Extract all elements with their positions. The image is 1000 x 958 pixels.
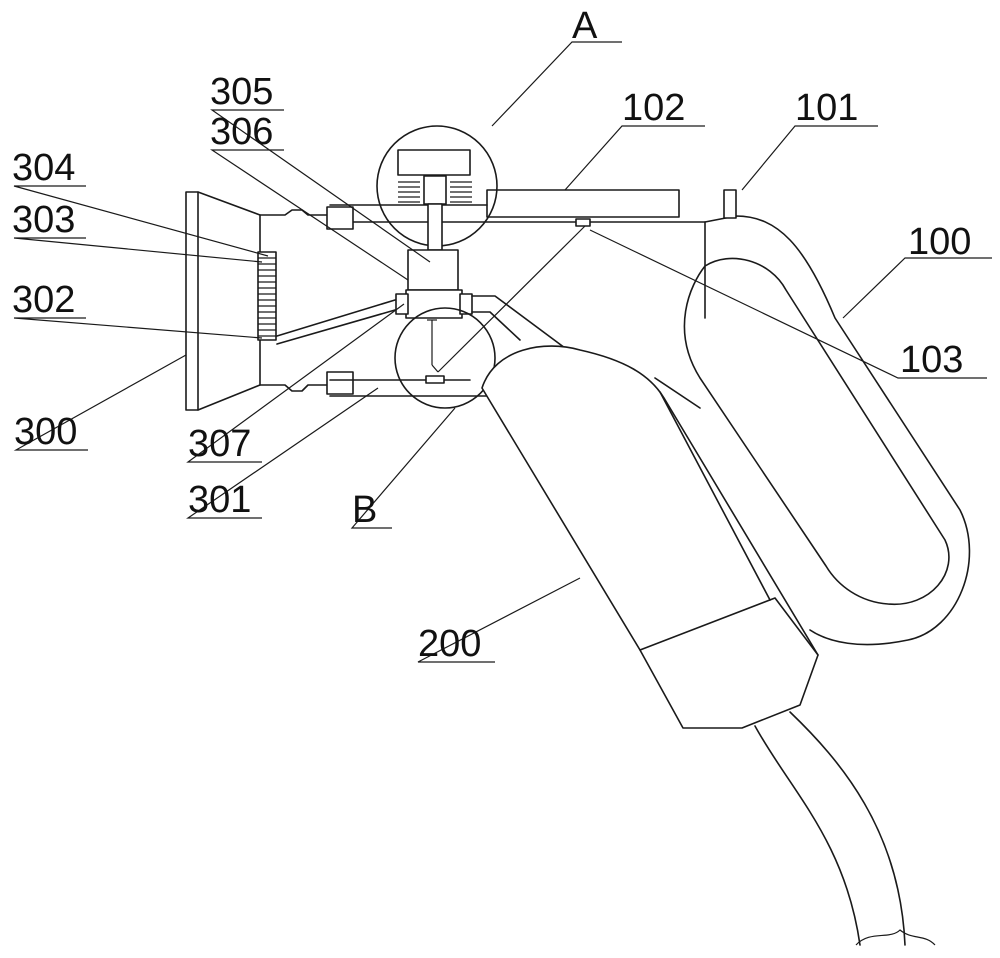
label-102: 102 <box>622 87 685 129</box>
label-307: 307 <box>188 423 251 465</box>
valve-block <box>395 249 566 349</box>
label-103: 103 <box>900 339 963 381</box>
label-304: 304 <box>12 147 75 189</box>
label-200: 200 <box>418 623 481 665</box>
label-a: A <box>572 5 598 47</box>
label-302: 302 <box>12 279 75 321</box>
label-b: B <box>352 489 377 531</box>
cable <box>754 711 936 946</box>
label-300: 300 <box>14 411 77 453</box>
detail-circle-a <box>376 125 498 251</box>
handle-loop <box>654 215 971 646</box>
leader-lines <box>13 41 992 663</box>
label-301: 301 <box>188 479 251 521</box>
label-306: 306 <box>210 111 273 153</box>
label-305: 305 <box>210 71 273 113</box>
label-303: 303 <box>12 199 75 241</box>
label-101: 101 <box>795 87 858 129</box>
grip-tube <box>481 345 819 729</box>
label-100: 100 <box>908 221 971 263</box>
detail-circle-b <box>394 225 586 409</box>
mesh-filter <box>257 251 396 345</box>
top-rail <box>329 189 737 227</box>
